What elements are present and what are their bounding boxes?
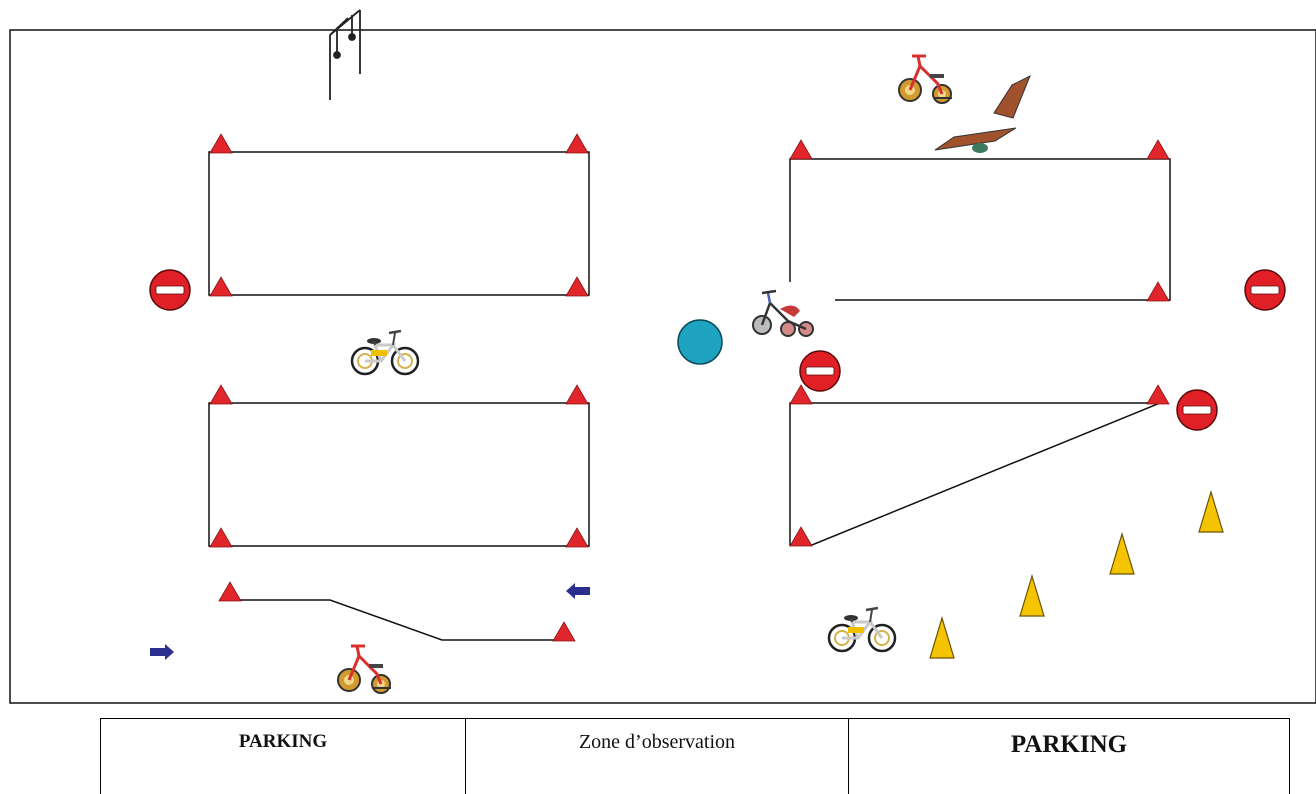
round-marker-icon (678, 320, 722, 364)
cone-marker (1147, 282, 1169, 301)
cone-marker (566, 385, 588, 404)
narrow-path (219, 582, 575, 641)
tricycle-icon (753, 291, 813, 336)
bike-course-plan (0, 0, 1316, 718)
tricycle-icon (338, 646, 391, 693)
slalom-zone-bottom-left (209, 385, 589, 547)
direction-arrow-icon (150, 644, 174, 660)
no-entry-sign-icon (150, 270, 190, 310)
cone-marker (790, 527, 812, 546)
cone-marker (1147, 140, 1169, 159)
cone-marker (210, 134, 232, 153)
cone-marker (566, 277, 588, 296)
swing-frame-icon (330, 10, 360, 100)
cone-marker (1147, 385, 1169, 404)
cone-marker (553, 622, 575, 641)
slalom-zone-top-right (790, 140, 1170, 301)
traffic-cone-icon (1020, 576, 1044, 616)
cone-marker (566, 528, 588, 547)
bicycle-icon (829, 608, 895, 651)
no-entry-sign-icon (1177, 390, 1217, 430)
bicycle-icon (352, 331, 418, 374)
direction-arrow-icon (566, 583, 590, 599)
slalom-zone-top-left (209, 134, 589, 296)
course-border (10, 30, 1316, 703)
traffic-cone-icon (930, 618, 954, 658)
observation-zone: Zone d’observation (466, 719, 849, 794)
triangle-zone (790, 385, 1169, 546)
cone-marker (219, 582, 241, 601)
cone-marker (210, 385, 232, 404)
traffic-cone-icon (1199, 492, 1223, 532)
cone-marker (210, 277, 232, 296)
no-entry-sign-icon (800, 351, 840, 391)
no-entry-sign-icon (1245, 270, 1285, 310)
traffic-cone-icon (1110, 534, 1134, 574)
tricycle-icon (899, 56, 952, 103)
parking-zone-left: PARKING (101, 719, 466, 794)
zones-legend-table: PARKING Zone d’observation PARKING (100, 718, 1290, 794)
cone-marker (210, 528, 232, 547)
cone-marker (566, 134, 588, 153)
parking-zone-right: PARKING (849, 719, 1290, 794)
cone-marker (790, 140, 812, 159)
